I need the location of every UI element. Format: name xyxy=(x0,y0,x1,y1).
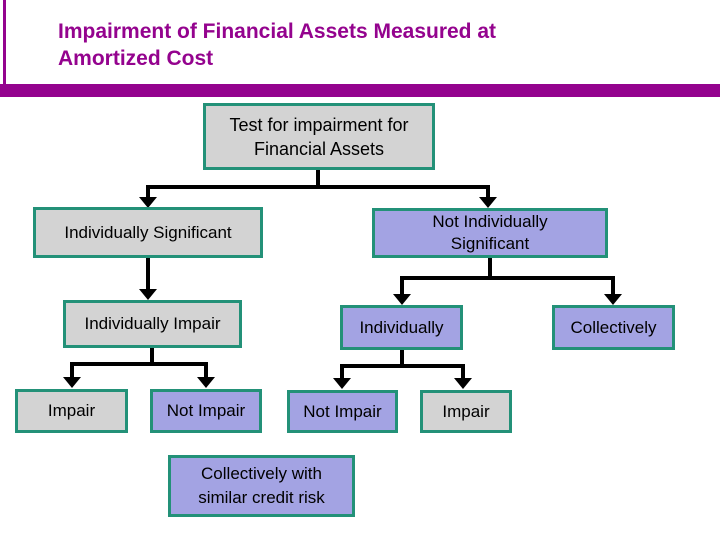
slide-title: Impairment of Financial Assets Measured … xyxy=(58,20,497,70)
node-not-impair-right: Not Impair xyxy=(287,390,398,433)
arrowhead-to-impair-left xyxy=(63,377,81,388)
arrowhead-to-not-impair-left xyxy=(197,377,215,388)
node-test-for-impairment: Test for impairment for Financial Assets xyxy=(203,103,435,170)
node-not-impair-left: Not Impair xyxy=(150,389,262,433)
node-collectively-similar-credit-risk: Collectively with similar credit risk xyxy=(168,455,355,517)
node-impair-right: Impair xyxy=(420,390,512,433)
node-individually-impair: Individually Impair xyxy=(63,300,242,348)
arrowhead-to-individually xyxy=(393,294,411,305)
arrowhead-to-not-individually-significant xyxy=(479,197,497,208)
left-accent-line xyxy=(3,0,6,97)
accent-bar xyxy=(0,84,720,97)
arrowhead-to-impair-right xyxy=(454,378,472,389)
arrowhead-to-individually-impair xyxy=(139,289,157,300)
node-individually: Individually xyxy=(340,305,463,350)
node-impair-left: Impair xyxy=(15,389,128,433)
node-individually-significant: Individually Significant xyxy=(33,207,263,258)
node-not-individually-significant: Not Individually Significant xyxy=(372,208,608,258)
arrowhead-to-not-impair-right xyxy=(333,378,351,389)
arrowhead-to-collectively xyxy=(604,294,622,305)
node-collectively: Collectively xyxy=(552,305,675,350)
